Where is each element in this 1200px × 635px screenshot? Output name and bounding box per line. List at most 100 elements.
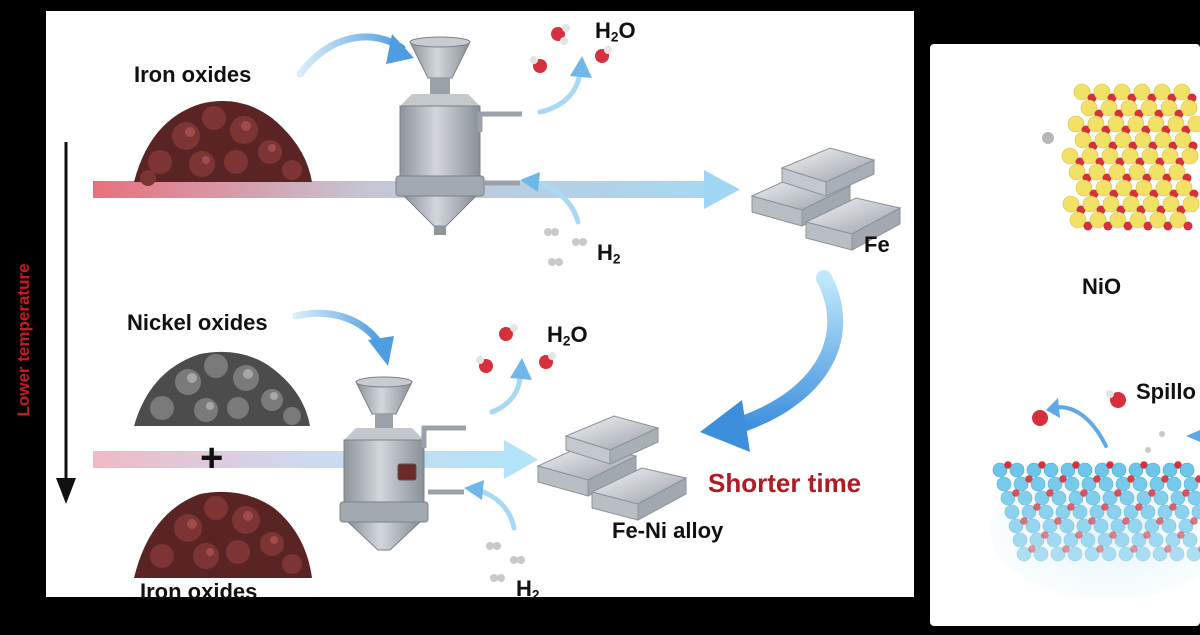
fe-atom — [1149, 476, 1165, 492]
fe-atom — [1179, 462, 1195, 478]
o-atom — [1161, 475, 1169, 483]
o-atom — [1183, 221, 1193, 231]
fe-atom — [1077, 462, 1093, 478]
fe-atom — [1131, 532, 1147, 548]
hydrogen-h: H — [597, 240, 613, 265]
o-atom — [1088, 517, 1096, 525]
ni-atom — [1100, 99, 1118, 117]
o-atom — [1123, 221, 1133, 231]
top-iron-ore-pile — [134, 101, 312, 186]
fe-atom — [1097, 532, 1113, 548]
fe-atom — [1060, 462, 1076, 478]
fe-atom — [1026, 462, 1042, 478]
o-atom — [1101, 503, 1109, 511]
fe-atom — [1081, 476, 1097, 492]
o-atom — [1106, 461, 1114, 469]
fe-label: Fe — [864, 232, 890, 257]
fe-atom — [1110, 518, 1126, 534]
fe-atom — [1042, 518, 1058, 534]
fe-atom — [1132, 476, 1148, 492]
ni-atom — [1088, 163, 1106, 181]
ni-atom — [1061, 147, 1079, 165]
o-atom — [1072, 461, 1080, 469]
fe-atom — [1101, 546, 1117, 562]
o-atom — [1067, 503, 1075, 511]
ni-atom — [1155, 179, 1173, 197]
fe-atom — [1148, 532, 1164, 548]
spillover-water-molecule — [1032, 390, 1165, 453]
fe-atom — [1102, 490, 1118, 506]
fe-atom — [1191, 504, 1200, 520]
ni-atom — [1067, 115, 1085, 133]
fe-atom — [1067, 546, 1083, 562]
fe-atom — [1153, 490, 1169, 506]
ni-atom — [1168, 163, 1186, 181]
ni-atom — [1147, 115, 1165, 133]
o-atom — [1059, 475, 1067, 483]
fe-atom — [1051, 490, 1067, 506]
fe-atom — [1046, 532, 1062, 548]
ni-atom — [1109, 211, 1127, 229]
fe-atom — [1084, 546, 1100, 562]
ni-atom — [1062, 195, 1080, 213]
o-atom — [1109, 531, 1117, 539]
top-hydrogen-label: H2 — [597, 242, 620, 266]
ni-atom — [1180, 99, 1198, 117]
o-atom — [1135, 503, 1143, 511]
plus-sign: + — [200, 436, 224, 480]
fe-atom — [1093, 518, 1109, 534]
fe-atom — [1029, 532, 1045, 548]
fe-atom — [1013, 476, 1029, 492]
fe-atom — [996, 476, 1012, 492]
hydrogen-sub: 2 — [531, 587, 540, 603]
fe-atom — [1145, 462, 1161, 478]
ni-atom — [1069, 211, 1087, 229]
ni-atom — [1129, 211, 1147, 229]
o-atom — [1033, 503, 1041, 511]
o-atom — [1182, 489, 1190, 497]
ni-atom — [1068, 163, 1086, 181]
ni-atom — [1160, 99, 1178, 117]
bottom-flow-bar — [93, 451, 513, 468]
fe-atom — [1072, 504, 1088, 520]
fe-atom — [1033, 546, 1049, 562]
fe-atom — [1127, 518, 1143, 534]
o-atom — [1169, 503, 1177, 511]
ni-atom — [1174, 131, 1192, 149]
bottom-water-arrow — [489, 358, 532, 415]
o-atom — [1012, 489, 1020, 497]
fe-atom — [1106, 504, 1122, 520]
top-hydrogen-arrow — [520, 172, 581, 225]
fe-atom — [1165, 532, 1181, 548]
bottom-water-label: H2O — [547, 324, 588, 348]
water-o: O — [618, 18, 636, 43]
water-o: O — [570, 322, 588, 347]
ni-atom — [1102, 195, 1120, 213]
ni-atom — [1073, 83, 1091, 101]
o-atom — [1163, 221, 1173, 231]
water-h: H — [595, 18, 611, 43]
bottom-iron-ore-pile — [134, 491, 312, 578]
fe-ni-alloy-ingots — [536, 415, 688, 521]
o-atom — [1020, 517, 1028, 525]
ni-atom — [1135, 179, 1153, 197]
ni-atom — [1081, 147, 1099, 165]
o-atom — [1148, 489, 1156, 497]
spillover-label: Spillo — [1136, 379, 1196, 404]
fe-atom — [1068, 490, 1084, 506]
bottom-iron-oxides-label: Iron oxides — [140, 579, 258, 604]
bottom-water-molecules — [476, 324, 556, 373]
nio-label: NiO — [1082, 274, 1122, 299]
ni-atom — [1114, 131, 1132, 149]
fe-ingots — [750, 147, 902, 251]
fe-atom — [1152, 546, 1168, 562]
ni-atom — [1087, 115, 1105, 133]
fe-atom — [1135, 546, 1151, 562]
bottom-hydrogen-arrow — [464, 480, 517, 531]
o-atom — [1177, 531, 1185, 539]
hydrogen-h: H — [516, 576, 532, 601]
o-atom — [1143, 531, 1151, 539]
vertical-axis-label: Lower temperature — [14, 263, 33, 417]
fe-atom — [1064, 476, 1080, 492]
